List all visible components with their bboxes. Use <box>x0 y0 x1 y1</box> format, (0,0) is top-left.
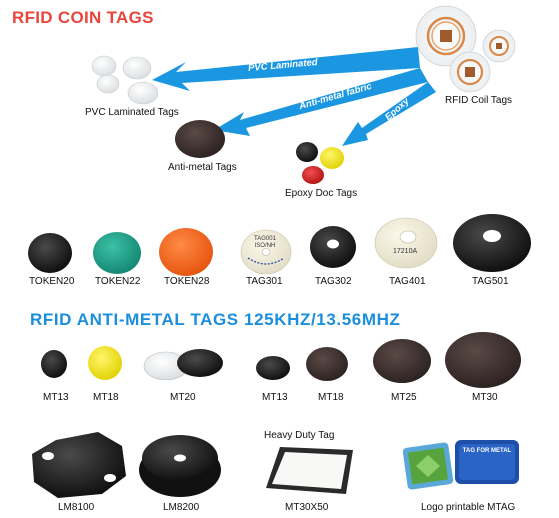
tag301-print: TAG001 ISO/NH <box>254 236 276 250</box>
label-lm8100: LM8100 <box>58 502 95 513</box>
label-token20: TOKEN20 <box>29 276 75 287</box>
label-tag401: TAG401 <box>389 276 426 287</box>
label-mt25: MT25 <box>391 392 417 403</box>
arrow-anti-metal-fabric <box>214 68 428 136</box>
anti-metal-tag-image <box>175 120 225 158</box>
label-mt18-b: MT18 <box>318 392 344 403</box>
mt25-image <box>373 339 431 383</box>
mt30x50-image <box>266 447 353 494</box>
label-tag501: TAG501 <box>472 276 509 287</box>
label-rfid-coil-tags: RFID Coil Tags <box>445 95 513 106</box>
mt20-image <box>143 349 223 381</box>
label-mt13-a: MT13 <box>43 392 69 403</box>
label-logo-printable-mtag: Logo printable MTAG <box>421 502 516 513</box>
label-mt20: MT20 <box>170 392 196 403</box>
tag401-image <box>374 217 438 269</box>
logo-tag-print: TAG FOR METAL <box>462 448 512 454</box>
label-mt30: MT30 <box>472 392 498 403</box>
logo-printable-mtag-image <box>402 440 519 490</box>
pvc-laminated-tags-image <box>91 55 159 105</box>
epoxy-doc-tags-image <box>296 142 344 184</box>
label-epoxy-doc-tags: Epoxy Doc Tags <box>285 188 358 199</box>
label-pvc-laminated-tags: PVC Laminated Tags <box>85 107 179 118</box>
mt18-yellow-image <box>88 346 122 380</box>
tag501-image <box>453 214 531 272</box>
label-lm8200: LM8200 <box>163 502 200 513</box>
label-tag302: TAG302 <box>315 276 352 287</box>
tag301-print-line1: TAG001 <box>254 236 276 242</box>
label-mt18-a: MT18 <box>93 392 119 403</box>
token20-image <box>28 233 72 273</box>
label-heavy-duty-tag: Heavy Duty Tag <box>264 430 335 441</box>
label-token22: TOKEN22 <box>95 276 141 287</box>
arrow-pvc-laminated <box>152 47 420 91</box>
label-mt30x50: MT30X50 <box>285 502 329 513</box>
lm8100-image <box>32 432 126 498</box>
label-anti-metal-tags: Anti-metal Tags <box>168 162 237 173</box>
mt13-black-image <box>41 350 67 378</box>
token22-image <box>93 232 141 274</box>
label-mt13-b: MT13 <box>262 392 288 403</box>
token28-image <box>159 228 213 276</box>
mt18-brown-image <box>306 347 348 381</box>
section-title-anti-metal: RFID ANTI-METAL TAGS 125KHZ/13.56MHZ <box>30 310 401 329</box>
label-tag301: TAG301 <box>246 276 283 287</box>
label-token28: TOKEN28 <box>164 276 210 287</box>
arrow-epoxy <box>342 82 436 146</box>
page-title: RFID COIN TAGS <box>12 8 154 27</box>
mt30-image <box>445 332 521 388</box>
rfid-coil-tags-image <box>415 5 516 93</box>
tag301-print-line2: ISO/NH <box>254 243 276 249</box>
lm8200-image <box>139 435 221 497</box>
tag302-image <box>310 226 356 268</box>
tag401-print: 17210A <box>393 248 418 255</box>
mt13-brown-image <box>256 356 290 380</box>
tag301-image <box>240 229 292 275</box>
